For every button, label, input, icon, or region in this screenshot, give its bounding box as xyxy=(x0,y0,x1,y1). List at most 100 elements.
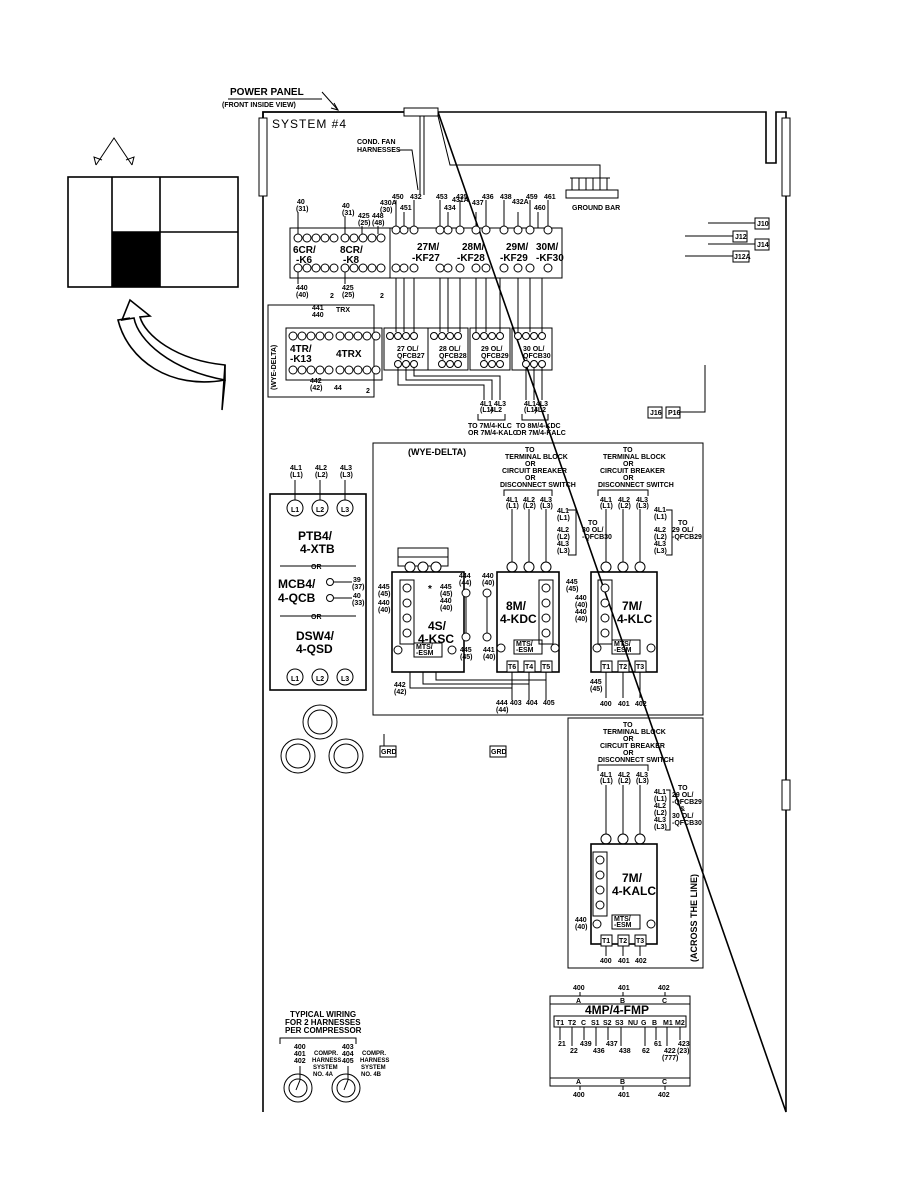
svg-text:4L1: 4L1 xyxy=(654,789,666,796)
ground-bar xyxy=(565,189,619,199)
svg-text:402: 402 xyxy=(635,958,647,965)
svg-text:448: 448 xyxy=(372,213,384,220)
svg-text:445: 445 xyxy=(590,679,602,686)
svg-text:(L1): (L1) xyxy=(600,503,613,510)
svg-text:445: 445 xyxy=(460,647,472,654)
svg-text:(L3): (L3) xyxy=(557,548,570,555)
svg-text:T1: T1 xyxy=(556,1020,564,1027)
svg-text:(44): (44) xyxy=(496,707,508,714)
svg-text:400: 400 xyxy=(600,701,612,708)
svg-text:(L3): (L3) xyxy=(636,778,649,785)
fmp-bottom-wires: 21 22 439 436 437 438 62 61 422 (777) 42… xyxy=(558,1041,690,1062)
svg-text:TRX: TRX xyxy=(336,307,350,314)
svg-text:T3: T3 xyxy=(636,664,644,671)
svg-text:-QFCB29: -QFCB29 xyxy=(672,799,702,806)
svg-text:(L3): (L3) xyxy=(654,824,667,831)
svg-text:4L2: 4L2 xyxy=(618,772,630,779)
svg-text:401: 401 xyxy=(294,1051,306,1058)
svg-text:TO: TO xyxy=(678,520,688,527)
relay-6cr-label: 6CR/ xyxy=(293,245,316,256)
svg-text:402: 402 xyxy=(635,701,647,708)
svg-text:30 OL/: 30 OL/ xyxy=(672,813,693,820)
svg-text:440: 440 xyxy=(440,598,452,605)
svg-text:SYSTEM: SYSTEM xyxy=(313,1065,338,1071)
svg-text:(40): (40) xyxy=(575,616,587,623)
ptb-label: PTB4/ xyxy=(298,529,333,543)
svg-text:L3: L3 xyxy=(341,676,349,683)
svg-text:(L1): (L1) xyxy=(654,796,667,803)
svg-text:461: 461 xyxy=(544,194,556,201)
svg-text:40: 40 xyxy=(342,203,350,210)
svg-text:(31): (31) xyxy=(342,210,354,217)
svg-text:(45): (45) xyxy=(440,591,452,598)
across-the-line-box xyxy=(567,717,704,969)
svg-text:4L1: 4L1 xyxy=(290,465,302,472)
svg-text:OR: OR xyxy=(623,475,634,482)
svg-text:403: 403 xyxy=(342,1044,354,1051)
svg-text:(L2): (L2) xyxy=(315,472,328,479)
svg-text:(40): (40) xyxy=(296,292,308,299)
svg-text:4L3: 4L3 xyxy=(636,772,648,779)
relay-8cr-label: 8CR/ xyxy=(340,245,363,256)
svg-text:-QFCB29: -QFCB29 xyxy=(672,534,702,541)
svg-text:(L1): (L1) xyxy=(480,407,493,414)
svg-text:(33): (33) xyxy=(352,600,364,607)
dsw-label: DSW4/ xyxy=(296,629,335,643)
svg-text:4-KLC: 4-KLC xyxy=(617,612,653,626)
svg-text:21: 21 xyxy=(558,1041,566,1048)
svg-text:T2: T2 xyxy=(619,938,627,945)
svg-text:30 OL/: 30 OL/ xyxy=(582,527,603,534)
svg-text:436: 436 xyxy=(593,1048,605,1055)
svg-text:4L2: 4L2 xyxy=(534,407,546,414)
svg-text:62: 62 xyxy=(642,1048,650,1055)
svg-text:L3: L3 xyxy=(341,507,349,514)
svg-text:MTS/: MTS/ xyxy=(614,916,631,923)
wye-delta-label-1: (WYE-DELTA) xyxy=(271,345,278,390)
relay-strip: 6CR/ -K6 8CR/ -K8 27M/ -KF27 28M/ -KF28 … xyxy=(289,225,564,279)
svg-text:(40): (40) xyxy=(378,607,390,614)
across-line-label: (ACROSS THE LINE) xyxy=(689,874,699,962)
svg-text:437: 437 xyxy=(606,1041,618,1048)
svg-text:L1: L1 xyxy=(291,676,299,683)
svg-text:4L3: 4L3 xyxy=(540,497,552,504)
svg-text:(40): (40) xyxy=(482,580,494,587)
svg-text:QFCB28: QFCB28 xyxy=(439,353,467,360)
svg-text:P16: P16 xyxy=(668,410,681,417)
svg-text:SYSTEM: SYSTEM xyxy=(361,1065,386,1071)
svg-text:NO. 4B: NO. 4B xyxy=(361,1072,382,1078)
svg-text:(L3): (L3) xyxy=(654,548,667,555)
delta-contactor-4kdc: 8M/ 4-KDC MTS/ -ESM T6 T4 T5 444 (44) 40… xyxy=(496,509,560,714)
svg-text:CIRCUIT BREAKER: CIRCUIT BREAKER xyxy=(502,468,567,475)
line-contactor-4kalc: 7M/ 4-KALC MTS/ -ESM T1 T2 T3 440 (40) 4… xyxy=(575,785,658,965)
ol-output-labels: 4L1 4L3 (L1) 4L2 4L1 4L3 (L1) 4L2 TO 7M/… xyxy=(468,401,566,437)
svg-text:401: 401 xyxy=(618,958,630,965)
svg-text:(L2): (L2) xyxy=(618,778,631,785)
conduit-knockouts xyxy=(280,704,364,774)
svg-text:438: 438 xyxy=(619,1048,631,1055)
svg-text:400: 400 xyxy=(573,985,585,992)
svg-text:M1: M1 xyxy=(663,1020,673,1027)
svg-text:OR 7M/4-KALC: OR 7M/4-KALC xyxy=(516,430,566,437)
svg-text:OR: OR xyxy=(311,564,322,571)
svg-text:440: 440 xyxy=(575,595,587,602)
panel-location-key xyxy=(67,137,239,411)
svg-text:4L3: 4L3 xyxy=(536,401,548,408)
svg-text:4L1: 4L1 xyxy=(506,497,518,504)
svg-text:(40): (40) xyxy=(575,924,587,931)
svg-text:(25): (25) xyxy=(358,220,370,227)
svg-text:401: 401 xyxy=(618,1092,630,1099)
svg-text:4L1: 4L1 xyxy=(557,508,569,515)
svg-text:460: 460 xyxy=(534,205,546,212)
svg-text:GRD: GRD xyxy=(381,749,397,756)
svg-text:7M/: 7M/ xyxy=(622,871,643,885)
svg-text:(L1): (L1) xyxy=(506,503,519,510)
svg-text:OR: OR xyxy=(525,475,536,482)
svg-text:30 OL/: 30 OL/ xyxy=(523,346,544,353)
highlighted-panel-section xyxy=(112,232,160,287)
svg-text:(40): (40) xyxy=(575,602,587,609)
svg-text:T3: T3 xyxy=(636,938,644,945)
svg-text:(L3): (L3) xyxy=(340,472,353,479)
svg-text:QFCB29: QFCB29 xyxy=(481,353,509,360)
svg-text:4L3: 4L3 xyxy=(636,497,648,504)
